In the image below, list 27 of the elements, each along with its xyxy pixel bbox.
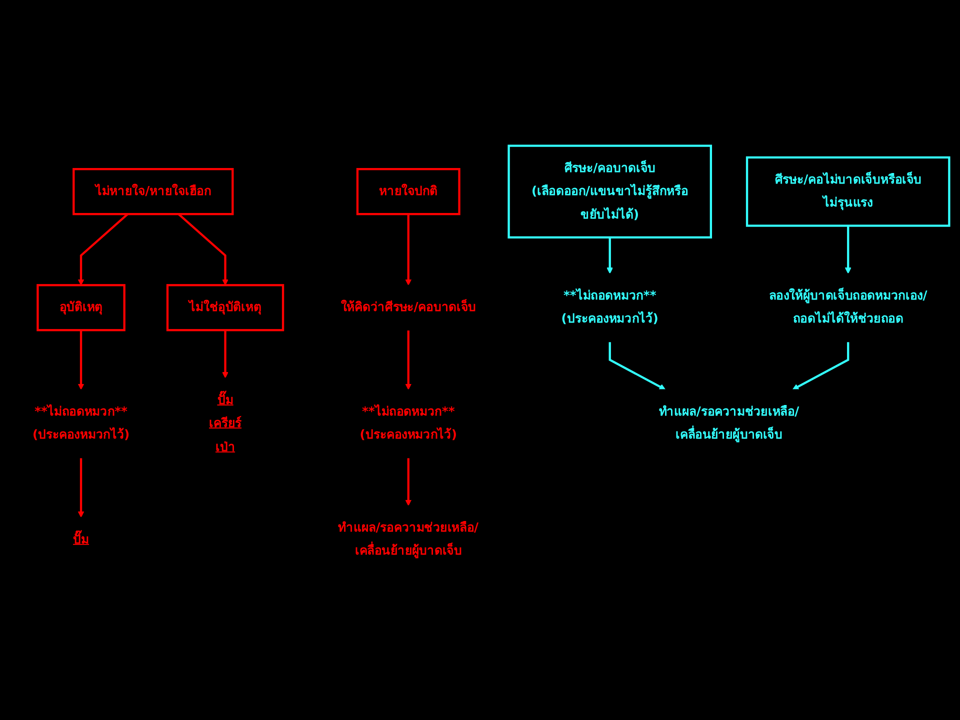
node-text: ทำแผล/รอความช่วยเหลือ/เคลื่อนย้ายผู้บาดเจ็บ — [338, 520, 479, 559]
arrow — [405, 330, 412, 390]
node-text: ปั๊ม เครียร์ เป่า — [209, 393, 242, 454]
node-text: ทำแผล/รอความช่วยเหลือ/เคลื่อนย้ายผู้บาดเจ็บ — [658, 404, 800, 443]
arrow — [78, 213, 128, 286]
arrow — [78, 330, 84, 390]
arrow — [606, 238, 614, 274]
node-box: อุบัติเหตุ — [36, 284, 126, 332]
node-box: ศีรษะ/คอไม่บาดเจ็บหรือเจ็บไม่รุนแรง — [746, 156, 950, 227]
node-text: **ไม่ถอดหมวก** (ประคองหมวกไว้) — [561, 288, 658, 327]
arrow — [78, 458, 84, 518]
arrow — [405, 214, 412, 286]
node-text: **ไม่ถอดหมวก** (ประคองหมวกไว้) — [360, 404, 457, 443]
arrow — [608, 342, 666, 390]
node-text: ปั๊ม — [73, 532, 89, 548]
arrow — [222, 330, 228, 378]
arrow — [405, 458, 412, 506]
arrow — [844, 226, 852, 274]
arrow — [792, 342, 850, 390]
node-box: ไม่ใช่อุบัติเหตุ — [166, 284, 284, 332]
node-box: หายใจปกติ — [356, 168, 460, 216]
arrow — [178, 213, 228, 286]
node-box: ไม่หายใจ/หายใจเฮือก — [72, 168, 234, 216]
node-text: ให้คิดว่าศีรษะ/คอบาดเจ็บ — [340, 300, 476, 315]
node-text: **ไม่ถอดหมวก** (ประคองหมวกไว้) — [32, 404, 130, 443]
node-text: ลองให้ผู้บาดเจ็บถอดหมวกเอง/ถอดไม่ได้ให้ช่วยถอด — [768, 288, 928, 327]
node-box: ศีรษะ/คอบาดเจ็บ (เลือดออก/แขนขาไม่รู้สึกหรือขยับไม่ได้) — [508, 144, 712, 239]
